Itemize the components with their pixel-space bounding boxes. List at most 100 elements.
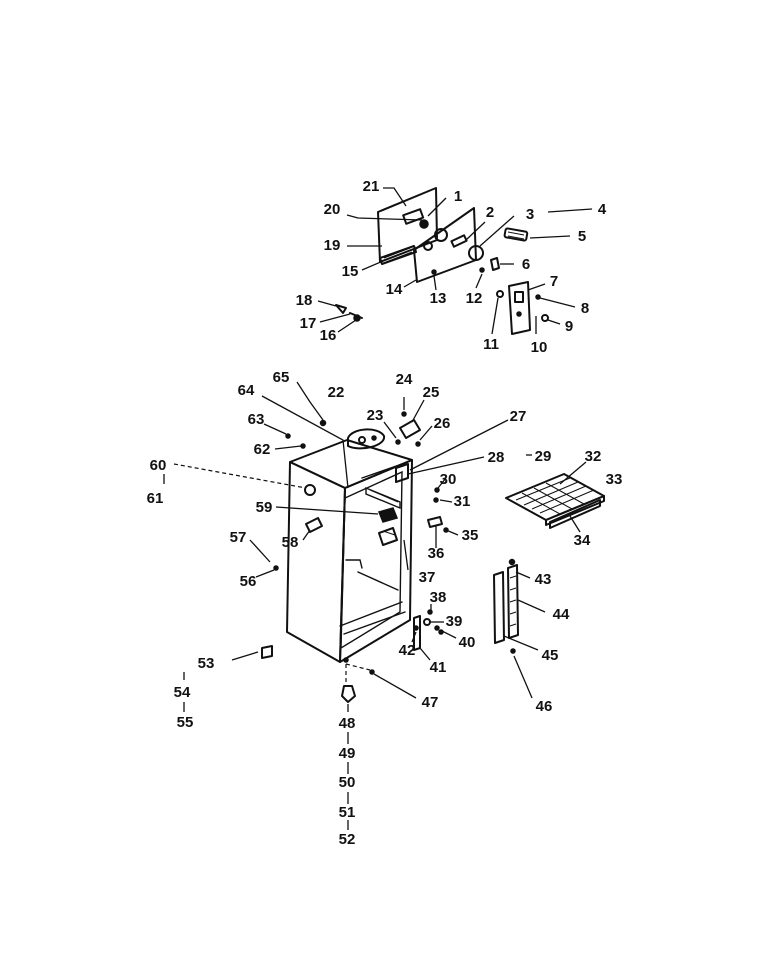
leader-42 [411, 631, 417, 643]
leader-44 [517, 599, 546, 613]
leader-21 [383, 187, 407, 207]
shelf-front-rail [545, 495, 605, 526]
callout-labels: 21 1 20 2 3 4 5 19 15 6 7 14 13 12 8 18 … [147, 178, 623, 848]
washer-part-39 [423, 618, 431, 626]
callout-65: 65 [273, 369, 290, 386]
shelf-trim-part-34 [549, 499, 601, 529]
callout-47: 47 [422, 694, 439, 711]
leader-62 [274, 445, 302, 450]
callout-41: 41 [430, 659, 447, 676]
damper-screw [516, 311, 522, 317]
callout-19: 19 [324, 237, 341, 254]
leader-47-dash [345, 663, 371, 671]
callout-22: 22 [328, 384, 345, 401]
top-cover-part-22 [347, 428, 385, 450]
cabinet-inner-liner [340, 470, 403, 650]
leader-2 [465, 221, 486, 241]
leader-25 [411, 399, 425, 423]
leader-lines [163, 187, 593, 830]
callout-6: 6 [522, 256, 530, 273]
bushing-part-42 [413, 625, 419, 631]
liner-top-edge [361, 463, 403, 479]
bulb-part-11 [496, 290, 504, 298]
top-hinge-parts [395, 411, 421, 447]
callout-61: 61 [147, 490, 164, 507]
wire-shelf-part-32 [505, 473, 605, 521]
callout-46: 46 [536, 698, 553, 715]
light-socket-part-58 [305, 517, 323, 533]
callout-40: 40 [459, 634, 476, 651]
leader-40 [439, 629, 457, 639]
leader-9 [547, 319, 561, 325]
callout-50: 50 [339, 774, 356, 791]
callout-14: 14 [386, 281, 403, 298]
callout-34: 34 [574, 532, 591, 549]
callout-8: 8 [581, 300, 589, 317]
callout-59: 59 [256, 499, 273, 516]
screw-part-30 [434, 487, 440, 493]
callout-51: 51 [339, 804, 356, 821]
screw-part-12 [479, 267, 485, 273]
leader-59 [275, 506, 379, 515]
bottom-rail [339, 601, 403, 627]
screw-part-13 [431, 269, 437, 275]
leader-34 [569, 515, 581, 533]
leader-43 [515, 571, 531, 579]
leader-57 [249, 539, 271, 563]
callout-54: 54 [174, 684, 191, 701]
callout-44: 44 [553, 606, 570, 623]
strip-hatch [509, 575, 517, 627]
callout-28: 28 [488, 449, 505, 466]
cabinet [261, 419, 413, 703]
leader-26 [419, 425, 433, 441]
damper-control-part-7 [508, 281, 531, 335]
screw-part-63 [285, 433, 291, 439]
cover-screw [371, 435, 377, 441]
leader-8 [539, 297, 576, 308]
callout-35: 35 [462, 527, 479, 544]
leader-3 [479, 215, 515, 247]
callout-48: 48 [339, 715, 356, 732]
leader-1 [427, 197, 447, 217]
leader-56 [255, 569, 275, 578]
leader-47 [373, 673, 417, 699]
leader-14 [403, 279, 417, 288]
leader-45 [503, 635, 539, 651]
leader-31 [439, 499, 453, 503]
callout-13: 13 [430, 290, 447, 307]
bracket-part-37 [378, 527, 398, 546]
leader-27 [409, 419, 509, 471]
stop-part-36 [427, 516, 443, 528]
plug-part-60 [304, 484, 316, 496]
leader-23 [383, 421, 397, 439]
clip-part-9 [541, 314, 549, 322]
screw-part-8 [535, 294, 541, 300]
shelf-grid [515, 477, 595, 515]
crisper-ledge [357, 571, 399, 591]
callout-53: 53 [198, 655, 215, 672]
callout-43: 43 [535, 571, 552, 588]
leader-65 [296, 381, 324, 421]
door-strip-part-44b [507, 564, 519, 639]
bracket-hatch [383, 247, 413, 263]
callout-10: 10 [531, 339, 548, 356]
bracket-hatch-37 [382, 530, 396, 536]
leader-41 [419, 647, 431, 661]
callout-27: 27 [510, 408, 527, 425]
bracket-part-18 [335, 304, 347, 314]
bottom-rail-2 [343, 611, 406, 635]
callout-36: 36 [428, 545, 445, 562]
screw-part-56 [273, 565, 279, 571]
leader-60 [173, 463, 307, 489]
callout-63: 63 [248, 411, 265, 428]
leader-17 [319, 313, 351, 323]
callout-20: 20 [324, 201, 341, 218]
leader-13 [433, 275, 437, 291]
shelf-rail-part-28 [365, 486, 401, 510]
callout-31: 31 [454, 493, 471, 510]
leveler-part-48 [341, 685, 356, 703]
callout-5: 5 [578, 228, 586, 245]
switch-part-59 [377, 507, 399, 523]
leader-11 [491, 297, 499, 335]
leader-53 [231, 651, 259, 661]
